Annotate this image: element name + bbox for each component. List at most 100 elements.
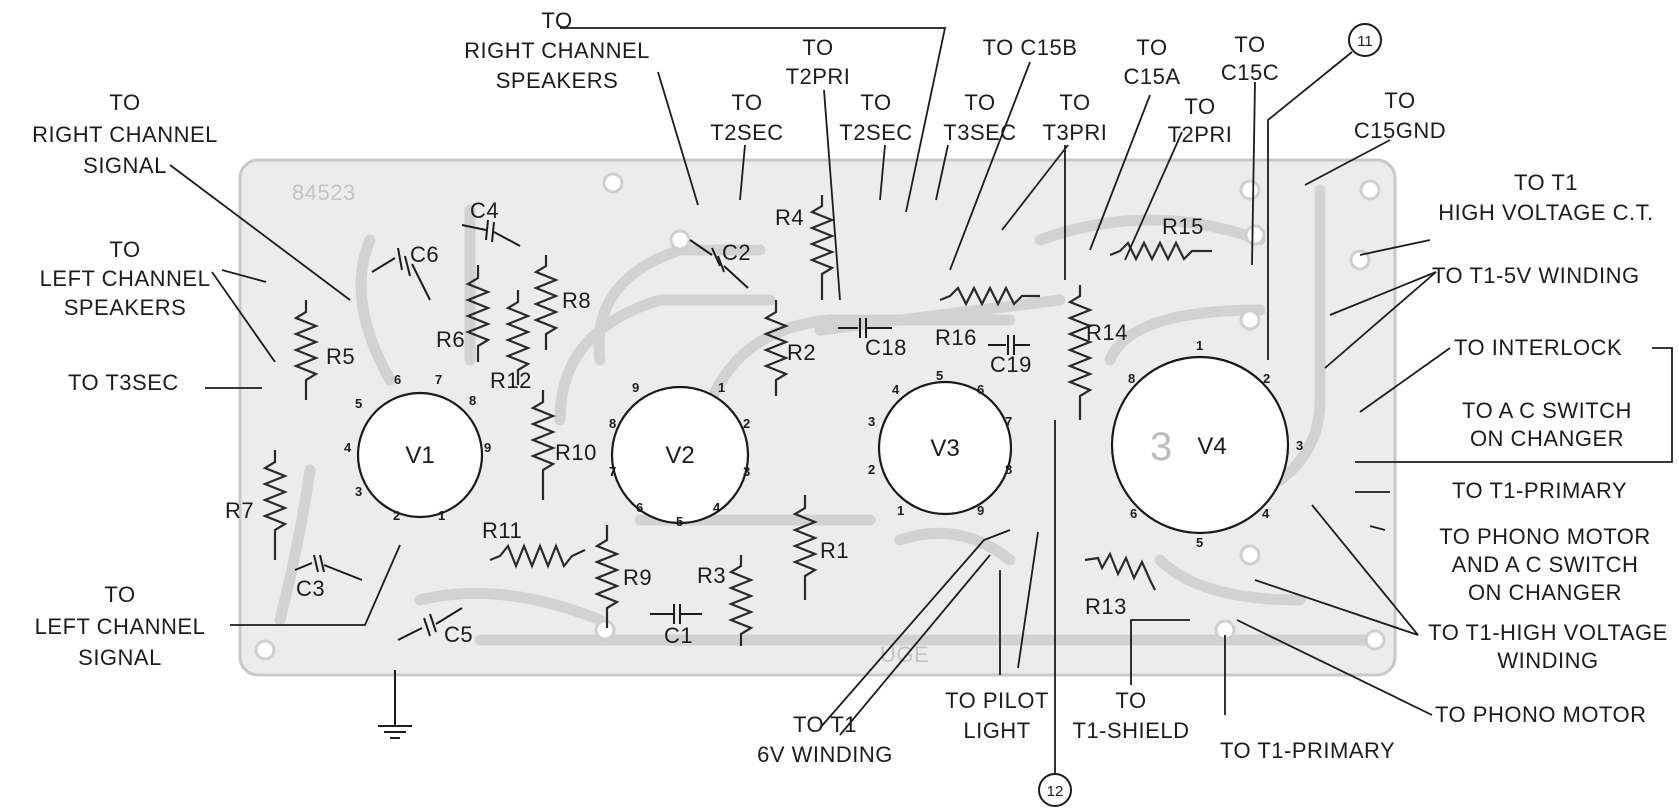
callout-phono-motor-ac: TO PHONO MOTOR AND A C SWITCH ON CHANGER — [1439, 524, 1651, 605]
svg-text:T3SEC: T3SEC — [943, 120, 1016, 145]
callout-right-channel-signal: TO RIGHT CHANNEL SIGNAL — [32, 90, 218, 178]
callout-t2sec-b: TO T2SEC — [839, 90, 912, 145]
svg-text:AND A C SWITCH: AND A C SWITCH — [1452, 552, 1639, 577]
v4-pin-2: 2 — [1263, 371, 1270, 386]
v4-pin-5: 5 — [1196, 535, 1203, 550]
callout-t1-shield: TO T1-SHIELD — [1073, 688, 1190, 743]
tube-v4-label: V4 — [1197, 433, 1226, 460]
svg-text:TO PHONO MOTOR: TO PHONO MOTOR — [1439, 524, 1651, 549]
v2-pin-4: 4 — [713, 500, 721, 515]
svg-text:TO: TO — [109, 237, 140, 262]
v2-pin-9: 9 — [632, 380, 639, 395]
svg-text:TO: TO — [1384, 88, 1415, 113]
callout-leaders — [169, 27, 1673, 736]
test-point-11: 11 — [1267, 23, 1382, 360]
svg-text:TO PHONO MOTOR: TO PHONO MOTOR — [1435, 702, 1647, 727]
r5-label: R5 — [326, 344, 355, 369]
v3-pin-4: 4 — [892, 382, 900, 397]
callout-pilot-light: TO PILOT LIGHT — [945, 688, 1049, 743]
tube-v2: V2 9 1 2 3 4 5 6 7 8 — [609, 380, 750, 529]
svg-text:TO T1: TO T1 — [793, 712, 857, 737]
svg-text:TO T1-5V WINDING: TO T1-5V WINDING — [1432, 263, 1640, 288]
svg-text:T2PRI: T2PRI — [1168, 122, 1233, 147]
svg-text:TO: TO — [109, 90, 140, 115]
r10-label: R10 — [555, 440, 597, 465]
v4-pin-6: 6 — [1130, 506, 1137, 521]
callout-left-channel-speakers: TO LEFT CHANNEL SPEAKERS — [40, 237, 211, 320]
r13-label: R13 — [1085, 594, 1127, 619]
callout-interlock: TO INTERLOCK — [1454, 335, 1622, 360]
svg-text:TO: TO — [104, 582, 135, 607]
callout-c15c: TO C15C — [1221, 32, 1279, 85]
c2-label: C2 — [722, 240, 751, 265]
v3-pin-5: 5 — [936, 368, 943, 383]
svg-text:T2PRI: T2PRI — [786, 64, 851, 89]
callout-c15a: TO C15A — [1123, 35, 1180, 89]
svg-text:TO PILOT: TO PILOT — [945, 688, 1049, 713]
v2-pin-3: 3 — [743, 464, 750, 479]
callout-t1-6v: TO T1 6V WINDING — [757, 712, 892, 767]
c19-label: C19 — [990, 352, 1032, 377]
callout-t3pri: TO T3PRI — [1043, 90, 1107, 145]
tube-v3-label: V3 — [930, 435, 959, 462]
svg-text:RIGHT CHANNEL: RIGHT CHANNEL — [464, 38, 650, 63]
svg-text:TO: TO — [1234, 32, 1265, 57]
r15-label: R15 — [1162, 214, 1204, 239]
svg-text:TO: TO — [1184, 94, 1215, 119]
svg-text:C15C: C15C — [1221, 60, 1279, 85]
r8-label: R8 — [562, 288, 591, 313]
board-marking: 84523 — [292, 180, 356, 205]
callout-t2pri-b: TO T2PRI — [1168, 94, 1233, 147]
svg-text:TO: TO — [802, 35, 833, 60]
v3-pin-6: 6 — [977, 382, 984, 397]
board-traces — [274, 184, 1386, 646]
callout-right-channel-speakers: TO RIGHT CHANNEL SPEAKERS — [464, 8, 650, 93]
callout-t2pri-a: TO T2PRI — [786, 35, 851, 89]
callout-t1-hv-winding: TO T1-HIGH VOLTAGE WINDING — [1428, 620, 1667, 673]
c18-label: C18 — [865, 335, 907, 360]
r12-label: R12 — [490, 368, 532, 393]
svg-text:LEFT CHANNEL: LEFT CHANNEL — [40, 266, 211, 291]
svg-text:SPEAKERS: SPEAKERS — [64, 295, 187, 320]
callout-t1-hv-ct: TO T1 HIGH VOLTAGE C.T. — [1438, 170, 1653, 225]
v4-pin-3: 3 — [1296, 438, 1303, 453]
v1-pin-6: 6 — [394, 372, 401, 387]
callout-t3sec-left: TO T3SEC — [68, 370, 179, 395]
v1-pin-4: 4 — [344, 440, 352, 455]
svg-text:ON CHANGER: ON CHANGER — [1470, 426, 1624, 451]
tube-v1-label: V1 — [405, 442, 434, 469]
v4-socket-mark: 3 — [1150, 425, 1172, 469]
svg-text:LIGHT: LIGHT — [963, 718, 1030, 743]
callout-phono-motor: TO PHONO MOTOR — [1435, 702, 1647, 727]
r7-label: R7 — [225, 498, 254, 523]
v2-pin-2: 2 — [743, 416, 750, 431]
c5-label: C5 — [444, 622, 473, 647]
callout-t1-primary-right: TO T1-PRIMARY — [1452, 478, 1627, 503]
ground-symbol — [378, 670, 412, 739]
v4-pin-8: 8 — [1128, 371, 1135, 386]
r4-label: R4 — [775, 205, 804, 230]
v4-pin-1: 1 — [1196, 338, 1203, 353]
v2-pin-5: 5 — [676, 514, 683, 529]
svg-text:TO: TO — [1136, 35, 1167, 60]
svg-text:ON CHANGER: ON CHANGER — [1468, 580, 1622, 605]
svg-text:C15A: C15A — [1123, 64, 1180, 89]
c1-label: C1 — [664, 623, 693, 648]
svg-text:11: 11 — [1357, 33, 1373, 50]
svg-text:T1-SHIELD: T1-SHIELD — [1073, 718, 1190, 743]
svg-text:TO T3SEC: TO T3SEC — [68, 370, 179, 395]
v1-pin-3: 3 — [355, 484, 362, 499]
v2-pin-1: 1 — [718, 380, 725, 395]
svg-text:TO: TO — [1059, 90, 1090, 115]
v3-pin-3: 3 — [868, 414, 875, 429]
capacitors — [294, 219, 1030, 641]
svg-text:TO T1: TO T1 — [1514, 170, 1578, 195]
svg-text:WINDING: WINDING — [1497, 648, 1598, 673]
svg-text:RIGHT CHANNEL: RIGHT CHANNEL — [32, 122, 218, 147]
svg-text:TO A C SWITCH: TO A C SWITCH — [1462, 398, 1632, 423]
v3-pin-2: 2 — [868, 462, 875, 477]
callout-left-channel-signal: TO LEFT CHANNEL SIGNAL — [35, 582, 205, 670]
board-marking-bottom: UGE — [880, 642, 929, 667]
